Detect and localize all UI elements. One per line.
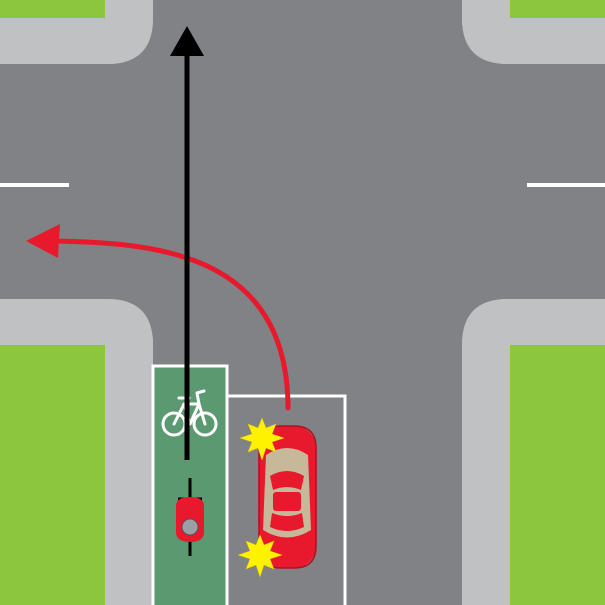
car-turn-arrow xyxy=(26,224,291,411)
grass-bottom-right xyxy=(510,345,605,605)
grass-bottom-left xyxy=(0,345,105,605)
grass-top-right xyxy=(510,0,605,18)
starburst-icon xyxy=(237,534,283,578)
cyclist-helmet xyxy=(181,518,199,536)
bike-path-arrow xyxy=(170,26,204,460)
lane-divider-left xyxy=(0,183,69,187)
car-rear-window xyxy=(270,513,304,531)
sidewalk-top-right xyxy=(462,0,605,64)
cyclist xyxy=(176,478,204,556)
bike-path-arrowhead xyxy=(170,26,204,56)
sidewalk-top-left xyxy=(0,0,153,64)
starburst-icon xyxy=(239,417,285,461)
sidewalk-bottom-left xyxy=(0,299,153,605)
car-roof-panel xyxy=(273,492,301,511)
car-turn-arrowhead xyxy=(26,224,60,258)
lane-divider-right xyxy=(527,183,605,187)
car-windshield xyxy=(270,471,304,490)
grass-top-left xyxy=(0,0,105,18)
sidewalk-bottom-right xyxy=(462,299,605,605)
